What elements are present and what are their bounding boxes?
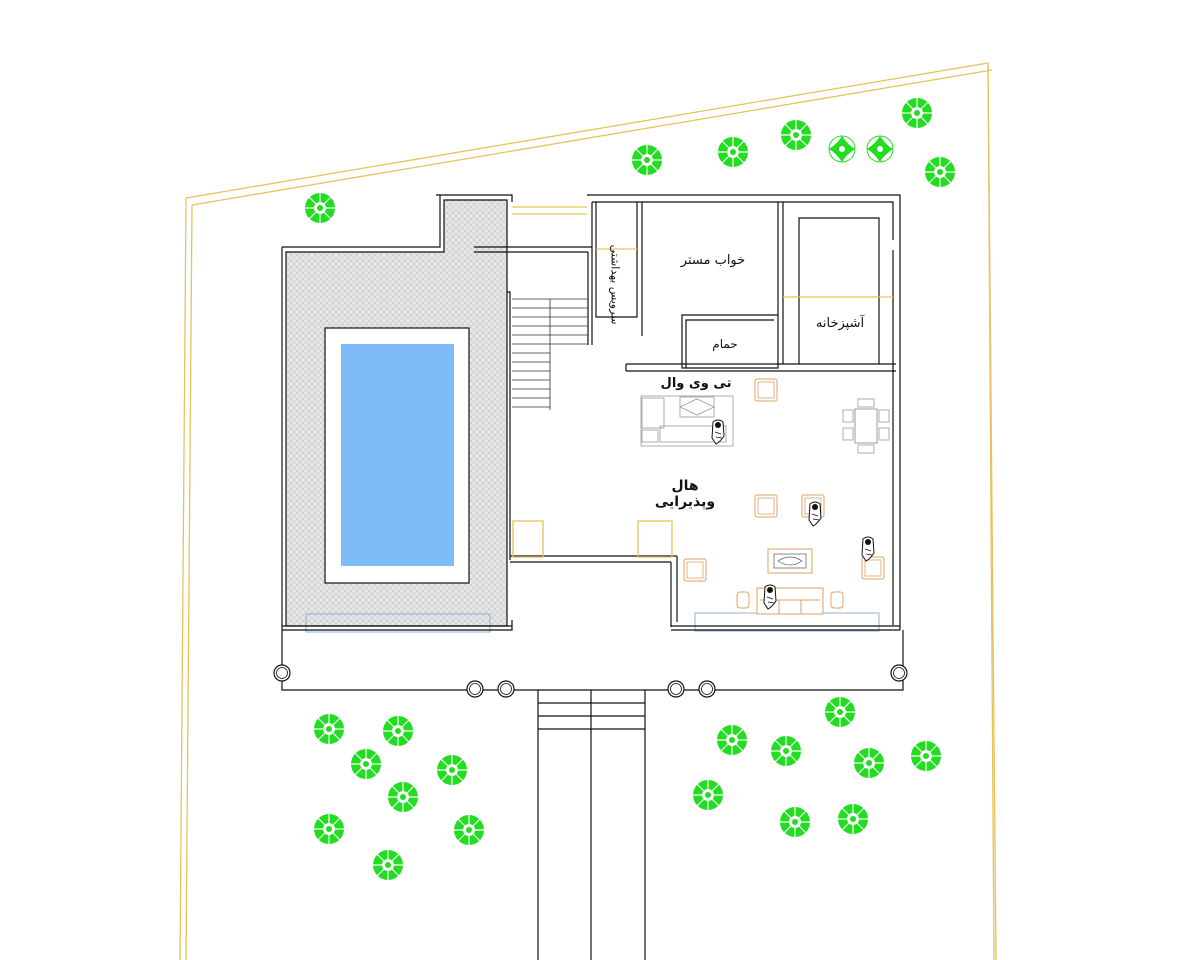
tree-icon bbox=[924, 156, 956, 188]
pool-deck bbox=[281, 195, 508, 633]
tree-icon bbox=[770, 735, 802, 767]
stairs bbox=[512, 298, 588, 410]
tree-icon bbox=[692, 779, 724, 811]
tree-icon bbox=[436, 754, 468, 786]
tree-icon bbox=[313, 813, 345, 845]
tree-icon bbox=[853, 747, 885, 779]
tree-icon bbox=[780, 119, 812, 151]
tree-icon bbox=[779, 806, 811, 838]
tree-icon bbox=[453, 814, 485, 846]
coffee-table-icon bbox=[767, 548, 813, 574]
column-icon bbox=[273, 664, 291, 682]
tree-icon bbox=[717, 136, 749, 168]
tree-icon bbox=[387, 781, 419, 813]
column-icon bbox=[698, 680, 716, 698]
trees-bottom-left bbox=[313, 713, 485, 881]
reception-furniture bbox=[683, 494, 885, 615]
shrub-icon bbox=[866, 135, 894, 163]
tree-icon bbox=[824, 696, 856, 728]
tree-icon bbox=[910, 740, 942, 772]
column-icon bbox=[890, 664, 908, 682]
tree-icon bbox=[304, 192, 336, 224]
tree-icon bbox=[631, 144, 663, 176]
person-icon bbox=[711, 419, 725, 445]
pool bbox=[341, 344, 454, 566]
plot-boundary bbox=[179, 62, 997, 960]
column-icon bbox=[497, 680, 515, 698]
column-icon bbox=[667, 680, 685, 698]
person-icon bbox=[808, 501, 822, 527]
trees-bottom-right bbox=[692, 696, 942, 838]
tv-wall-furniture bbox=[640, 395, 734, 447]
sofa-icon bbox=[659, 425, 727, 443]
tree-icon bbox=[382, 715, 414, 747]
rug-icon bbox=[679, 396, 715, 418]
dining-table-icon bbox=[842, 398, 890, 454]
tree-icon bbox=[372, 849, 404, 881]
label-tv-wall: تی وی وال bbox=[660, 376, 732, 391]
armchair-icon bbox=[754, 494, 778, 518]
label-kitchen: آشپزخانه bbox=[815, 316, 865, 331]
trees-top bbox=[304, 97, 956, 224]
label-master-bedroom: خواب مستر bbox=[680, 253, 746, 268]
column-icon bbox=[466, 680, 484, 698]
label-bathroom: حمام bbox=[712, 337, 738, 351]
shrub-icon bbox=[828, 135, 856, 163]
tree-icon bbox=[901, 97, 933, 129]
armchair-icon bbox=[641, 397, 665, 429]
tree-icon bbox=[313, 713, 345, 745]
label-wc: سرویس بهداشتی bbox=[608, 244, 622, 325]
building-walls bbox=[281, 194, 904, 960]
armchair-icon bbox=[683, 558, 707, 582]
tree-icon bbox=[716, 724, 748, 756]
tree-icon bbox=[837, 803, 869, 835]
tree-icon bbox=[350, 748, 382, 780]
label-living-hall: هال وپذیرایی bbox=[654, 478, 716, 510]
armchair-icon bbox=[754, 378, 778, 402]
